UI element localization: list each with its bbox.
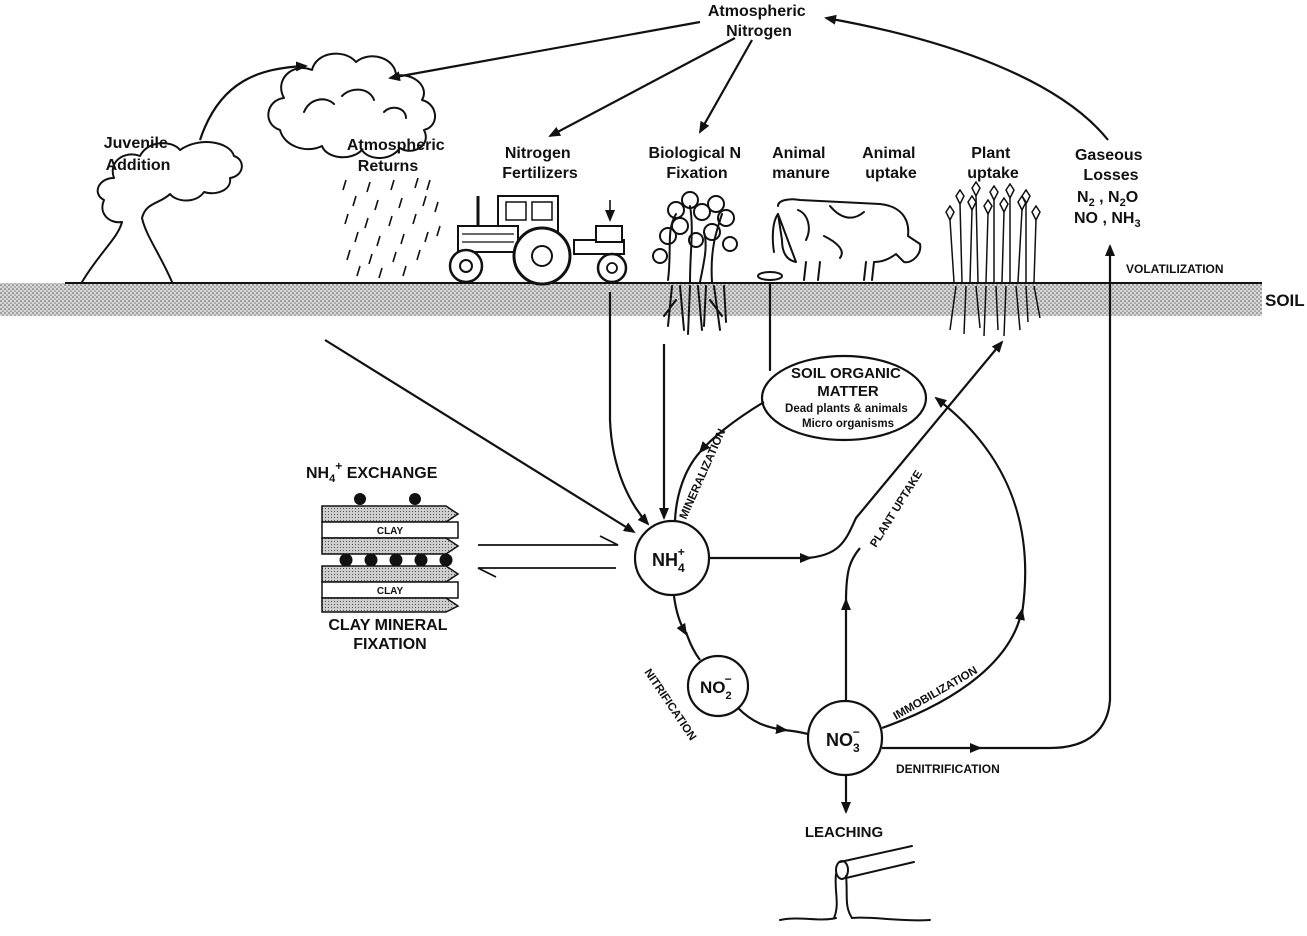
animal-uptake-label: Animal uptake [862,145,920,182]
clay-label-upper: CLAY [377,526,404,537]
clay-mineral-fixation-label: CLAY MINERAL FIXATION [328,617,451,653]
immobilization-arc-upper [934,396,1027,615]
immobilization-label: IMMOBILIZATION [892,665,980,723]
arrow-juvenile-to-nh4 [324,339,636,534]
cloud-icon [267,52,436,159]
atmospheric-returns-label: Atmospheric Returns [347,137,449,175]
no3-node-label: NO3− [826,725,860,755]
gaseous-losses-label: Gaseous Losses [1075,147,1147,184]
gases-formula-line1: N2 , N2O [1077,189,1138,209]
clay-label-lower: CLAY [377,586,404,597]
immobilization-arc [881,608,1025,730]
no2-node [686,654,750,718]
nh4-no2-connector [684,631,701,661]
soil-organic-matter-detail: Dead plants & animals Micro organisms [785,403,911,430]
rain-icon [342,177,441,279]
arrow-fertilizer-to-nh4 [608,292,650,526]
cow-icon [757,198,922,372]
denitrification-curve [976,244,1115,750]
tractor-icon [448,195,628,286]
plant-uptake-curve [805,340,1004,560]
no2-no3-connector [783,728,809,736]
animal-manure-label: Animal manure [772,145,830,182]
soil-label: SOIL [1265,291,1305,310]
arrow-atm-to-fertilizers [548,37,736,137]
mineralization-arc [673,451,701,522]
no3-node [806,699,884,777]
soil-band [0,283,1262,316]
atmospheric-nitrogen-label: Atmospheric Nitrogen [708,3,810,40]
volcano-icon [81,141,243,283]
no2-node-label: NO2− [700,672,732,702]
arrow-volcano-to-cloud [198,61,308,141]
nitrogen-fertilizers-label: Nitrogen Fertilizers [502,145,578,182]
exchange-arrows [477,535,619,578]
juvenile-addition-label: Juvenile Addition [104,135,172,174]
volatilization-label: VOLATILIZATION [1126,262,1224,276]
arrow-no2-to-no3 [737,707,788,734]
leaching-label: LEACHING [805,824,883,841]
nh4-node-label: NH4+ [652,545,685,575]
clover-icon [652,191,738,335]
denitrification-label: DENITRIFICATION [896,762,1000,776]
clay-layers-icon [321,493,460,613]
soil-organic-matter-label: SOIL ORGANIC MATTER [791,365,905,400]
biological-n-fixation-label: Biological N Fixation [649,145,746,182]
soil-organic-matter-node [760,354,928,442]
no3-uptake-curve [844,547,861,603]
arrow-nh4-to-no2 [672,595,688,636]
arrow-gaseous-to-atm [824,14,1109,141]
arrow-atm-to-biofixation [699,39,753,134]
wheat-icon [945,180,1041,337]
plant-uptake-label: PLANT UPTAKE [868,468,925,549]
plant-uptake-top-label: Plant uptake [967,145,1019,182]
nh4-exchange-label: NH4+ EXCHANGE [306,459,438,485]
drain-pipe-icon [779,845,931,922]
gases-formula-line2: NO , NH3 [1074,210,1141,230]
arrow-som-to-mineralization [698,401,765,454]
arrow-atm-to-cloud [388,20,701,82]
